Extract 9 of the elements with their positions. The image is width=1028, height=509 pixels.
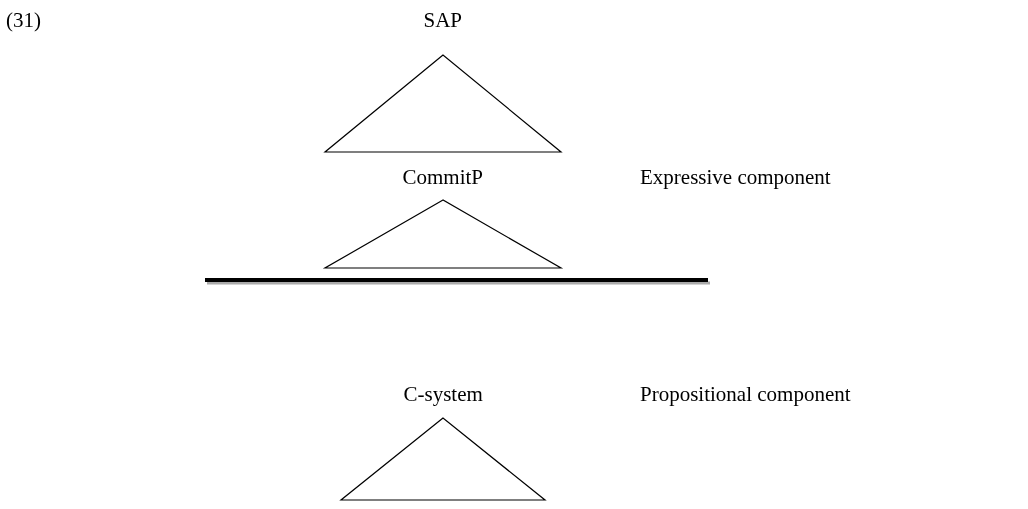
tree-node-label: SAP [423,8,463,32]
tree-node-label: C-system [403,382,483,406]
component-label: Expressive component [640,165,831,189]
tree-triangle [339,417,547,501]
tree-triangle [323,54,563,153]
tree-triangle [322,199,564,269]
component-label: Propositional component [640,382,851,406]
example-number: (31) [6,8,41,32]
tree-node-label: CommitP [402,165,484,189]
